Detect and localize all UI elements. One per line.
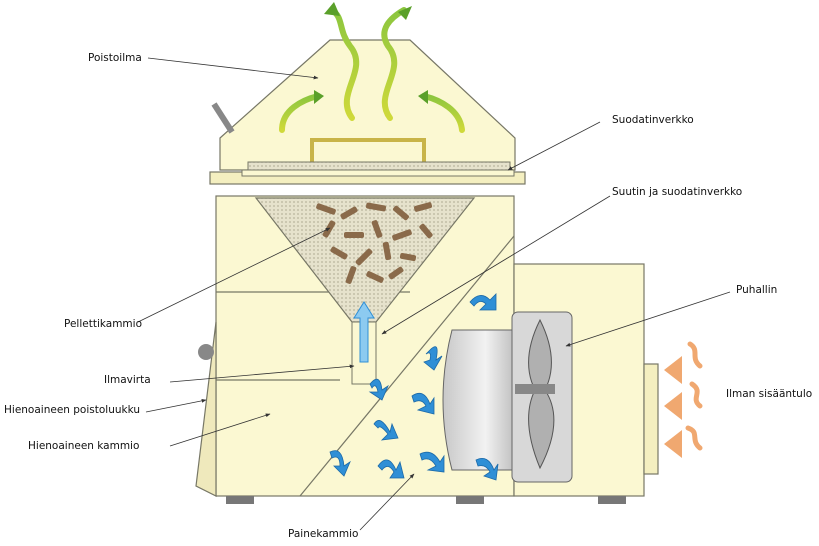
label-ilmavirta: Ilmavirta xyxy=(104,374,151,386)
fine-material-door xyxy=(195,321,217,497)
leader-kammio xyxy=(169,413,271,447)
leader-puhallin xyxy=(565,291,731,347)
fan xyxy=(442,311,573,483)
leader-suodatinverkko xyxy=(507,121,601,171)
pellets xyxy=(316,202,433,284)
pressure-chamber-airflow xyxy=(329,293,499,481)
label-painekammio: Painekammio xyxy=(288,528,359,540)
leader-poistoluukku xyxy=(145,398,207,413)
intake-grille xyxy=(643,363,659,475)
label-pellettikammio: Pellettikammio xyxy=(64,318,142,330)
lid-handle xyxy=(310,138,426,165)
label-puhallin: Puhallin xyxy=(736,284,778,296)
leader-ilmavirta xyxy=(169,364,355,383)
label-poistoilma: Poistoilma xyxy=(88,52,142,64)
label-suodatinverkko: Suodatinverkko xyxy=(612,114,694,126)
leader-pellettikammio xyxy=(137,227,331,323)
feet xyxy=(226,496,626,504)
intake-air-arrows xyxy=(685,341,703,451)
exhaust-hood xyxy=(219,39,516,171)
label-suutin: Suutin ja suodatinverkko xyxy=(612,186,743,198)
label-ilman-sisaantulo: Ilman sisääntulo xyxy=(726,388,813,400)
door-knob xyxy=(198,344,214,360)
leader-painekammio xyxy=(359,473,415,531)
label-kammio: Hienoaineen kammio xyxy=(28,440,140,452)
leader-suutin xyxy=(381,195,611,335)
leader-poistoilma xyxy=(147,57,319,80)
exhaust-air-arrows xyxy=(279,7,465,133)
airflow-up-arrow xyxy=(353,301,375,363)
hood-handle xyxy=(211,102,235,134)
label-poistoluukku: Hienoaineen poistoluukku xyxy=(4,404,141,416)
